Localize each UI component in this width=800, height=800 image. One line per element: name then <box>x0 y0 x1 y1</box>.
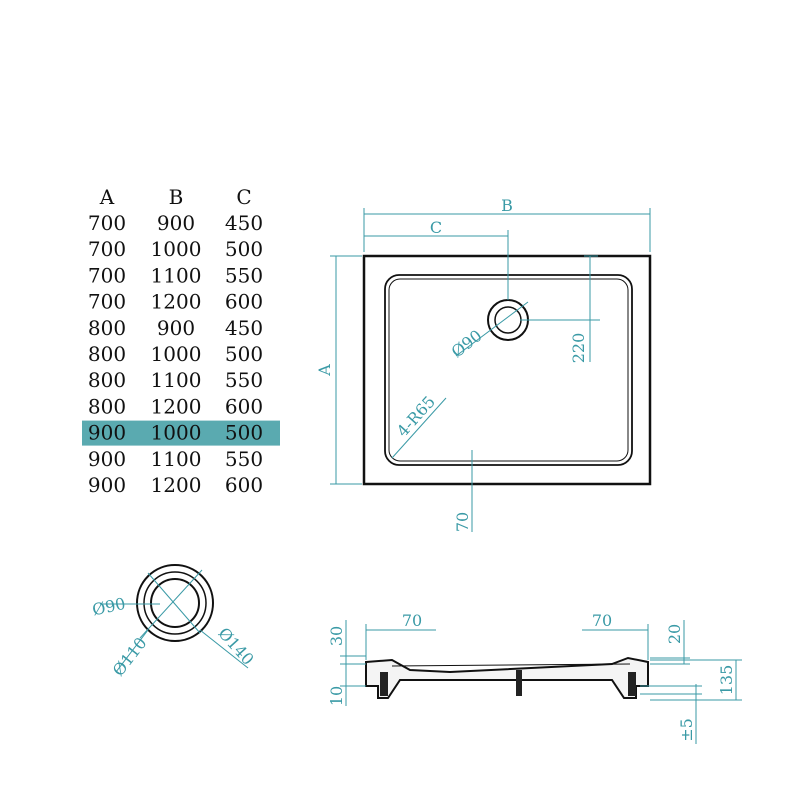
table-cell: 450 <box>225 211 263 235</box>
table-cell: 600 <box>225 473 263 497</box>
tray-inner-basin <box>384 274 633 466</box>
tray-top-view: B C A 220 Ø90 4-R65 70 <box>315 196 652 532</box>
waste-leader-line <box>455 301 529 357</box>
table-cell: 1200 <box>151 290 202 314</box>
highlight-row-bg <box>82 420 280 446</box>
dim-b-label: B <box>501 196 513 215</box>
waste-dia-label: Ø90 <box>448 326 486 362</box>
table-cell: 1100 <box>151 368 202 392</box>
table-cell: 500 <box>225 342 263 366</box>
radius-leader-line <box>391 397 447 459</box>
table-cell: 1000 <box>151 421 202 445</box>
table-cell: 600 <box>225 394 263 418</box>
table-cell: 800 <box>88 368 126 392</box>
table-cell: 900 <box>157 316 195 340</box>
table-header-c: C <box>236 185 251 209</box>
table-cell: 900 <box>157 211 195 235</box>
dim-c-label: C <box>430 218 442 237</box>
table-cell: 600 <box>225 290 263 314</box>
waste-detail-leader-110 <box>115 629 149 673</box>
waste-detail-mid-label: Ø110 <box>109 634 151 680</box>
table-cell: 500 <box>225 237 263 261</box>
table-cell: 1200 <box>151 473 202 497</box>
left-foot <box>380 672 388 696</box>
table-cell: 1100 <box>151 263 202 287</box>
center-foot <box>516 670 522 696</box>
table-header-a: A <box>99 185 115 209</box>
waste-detail-view: Ø90 Ø110 Ø140 <box>91 564 258 680</box>
table-cell: 800 <box>88 342 126 366</box>
right-foot <box>628 672 636 696</box>
table-cell: 800 <box>88 316 126 340</box>
waste-detail-mid <box>143 571 207 635</box>
table-cell: 1200 <box>151 394 202 418</box>
waste-inner-ring <box>494 306 522 334</box>
table-cell: 500 <box>225 421 263 445</box>
tray-outer-edge <box>362 254 652 486</box>
sec-right135-label: 135 <box>717 665 736 696</box>
waste-detail-outer <box>136 564 214 642</box>
waste-detail-leader-140 <box>199 629 249 669</box>
table-cell: 1000 <box>151 237 202 261</box>
table-cell: 550 <box>225 368 263 392</box>
table-cell: 450 <box>225 316 263 340</box>
sec-right70-label: 70 <box>592 611 612 630</box>
waste-detail-inner-label: Ø90 <box>91 594 128 620</box>
table-cell: 700 <box>88 263 126 287</box>
table-cell: 700 <box>88 237 126 261</box>
table-cell: 550 <box>225 447 263 471</box>
waste-detail-inner <box>150 578 200 628</box>
table-cell: 800 <box>88 394 126 418</box>
sec-left30-label: 30 <box>327 626 346 646</box>
dimension-table: A B C 700 900 450 700 1000 500 700 1100 550 700 1200 6… <box>82 185 280 497</box>
table-cell: 700 <box>88 211 126 235</box>
table-cell: 900 <box>88 447 126 471</box>
radius-label: 4-R65 <box>393 392 439 440</box>
table-cell: 550 <box>225 263 263 287</box>
table-cell: 900 <box>88 421 126 445</box>
dim-70-label: 70 <box>453 512 472 532</box>
dim-220-label: 220 <box>569 333 588 364</box>
section-top-line <box>391 663 631 667</box>
tray-section-view: 70 70 30 10 20 135 ±5 <box>327 611 742 744</box>
sec-left10-label: 10 <box>327 686 346 706</box>
sec-left70-label: 70 <box>402 611 422 630</box>
waste-detail-diag-2 <box>147 572 201 634</box>
table-header-b: B <box>169 185 184 209</box>
table-cell: 1000 <box>151 342 202 366</box>
waste-detail-diag-1 <box>139 569 203 639</box>
table-cell: 700 <box>88 290 126 314</box>
sec-right20-label: 20 <box>665 624 684 644</box>
dim-a-label: A <box>315 364 334 377</box>
table-cell: 900 <box>88 473 126 497</box>
table-cell: 1100 <box>151 447 202 471</box>
sec-adjust-label: ±5 <box>677 718 696 742</box>
